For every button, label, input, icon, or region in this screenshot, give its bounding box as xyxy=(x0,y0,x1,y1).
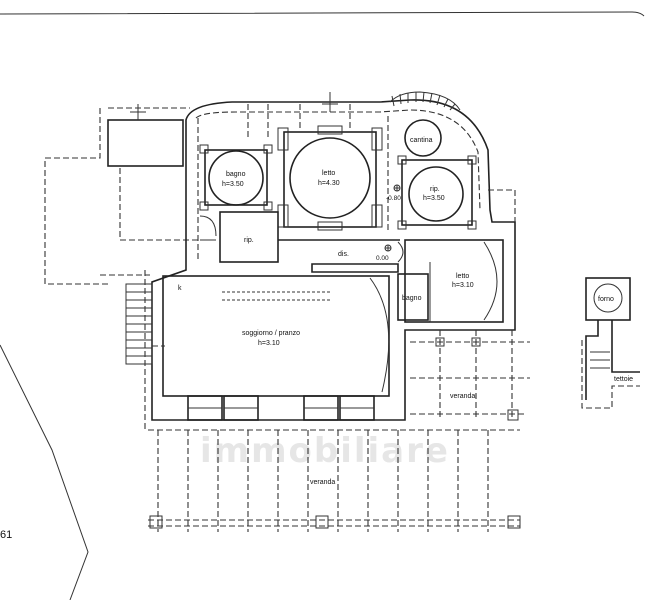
bagno-1-label: bagno xyxy=(226,171,246,178)
veranda-2-label: veranda xyxy=(310,479,335,486)
watermark: immobiliare xyxy=(200,431,450,471)
rip-2-door xyxy=(199,215,217,241)
rip-1-height: h=3.50 xyxy=(423,195,445,202)
letto-2-label: letto xyxy=(456,273,469,280)
dashed-annex xyxy=(44,108,108,285)
house-outline xyxy=(151,99,516,421)
forno-label: forno xyxy=(598,296,614,303)
vano-tecnico-room xyxy=(107,119,184,167)
forno-dome xyxy=(593,283,623,313)
letto-1-height: h=4.30 xyxy=(318,180,340,187)
veranda-right-frame xyxy=(410,341,530,415)
partition-wall xyxy=(311,263,399,273)
forno-room xyxy=(585,277,631,321)
pillar-3 xyxy=(507,515,521,529)
soggiorno-label: soggiorno / pranzo xyxy=(242,330,300,337)
k-label: k xyxy=(178,285,182,292)
veranda-1-label: veranda xyxy=(450,393,475,400)
letto-1-label: letto xyxy=(322,170,335,177)
soggiorno-arc xyxy=(369,277,390,393)
sheet-border xyxy=(0,11,645,17)
letto-1-dome xyxy=(289,137,371,219)
dis-label: dis. xyxy=(338,251,349,258)
rip-2-room xyxy=(219,211,279,263)
bagno-2-room xyxy=(397,273,429,321)
quota-1-label: -0.80 xyxy=(386,195,401,202)
bagno-1-height: h=3.50 xyxy=(222,181,244,188)
tettoie-label: tettoie xyxy=(614,376,633,383)
cantina-dome xyxy=(404,119,442,157)
cantina-label: cantina xyxy=(410,137,433,144)
letto-1-room xyxy=(283,131,377,228)
quota-2-label: 0.00 xyxy=(376,255,389,262)
letto-2-arc xyxy=(483,241,498,321)
side-number: 61 xyxy=(0,529,12,541)
rip-1-room xyxy=(401,159,473,226)
bagno-1-dome xyxy=(208,150,264,206)
rip-1-dome xyxy=(408,166,464,222)
pillar-1 xyxy=(149,515,163,529)
rip-1-label: rip. xyxy=(430,186,440,193)
site-boundary-line xyxy=(0,344,89,600)
letto-2-height: h=3.10 xyxy=(452,282,474,289)
curved-stair xyxy=(389,91,461,111)
letto-2-room xyxy=(404,239,504,323)
pillar-2 xyxy=(315,515,329,529)
soggiorno-height: h=3.10 xyxy=(258,340,280,347)
bagno-2-label: bagno xyxy=(402,295,422,302)
rip-2-label: rip. xyxy=(244,237,254,244)
